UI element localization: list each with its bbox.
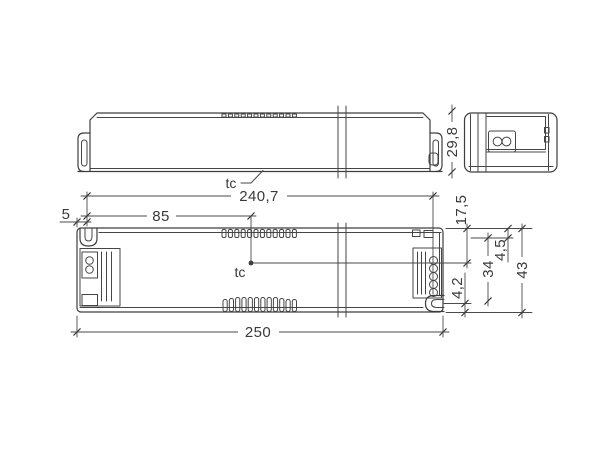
end-view-wire-hole-1 [492, 136, 503, 147]
left-terminal-wire-hole-2 [85, 265, 94, 274]
dim-case-length: 250 [70, 324, 450, 341]
right-terminal-wire-hole-2 [429, 264, 438, 273]
dim-slot-span-label: 34 [480, 260, 497, 278]
plan-view-terminal-right [412, 229, 442, 299]
dim-slot-offset-bottom-label: 4,2 [449, 277, 466, 299]
side-view-right-tab-slot-hook [428, 152, 439, 166]
plan-view-mounting-slot-left [79, 227, 98, 247]
side-view-top-edge [89, 112, 431, 121]
dim-slot-offset-bottom: 4,2 [449, 272, 469, 318]
dim-tc-from-mount: 85 [80, 208, 257, 225]
dim-tc-from-edge-label: 17,5 [453, 195, 470, 226]
tc-point-marker [248, 260, 254, 266]
side-view-left-tab [77, 132, 91, 173]
plan-view-tc-point: tc [235, 216, 472, 280]
dim-slot-offset-top: 4,5 [492, 224, 512, 263]
end-view-latch-notch-1 [544, 127, 550, 134]
left-terminal-wire-hole-1 [85, 256, 94, 265]
side-view-ribs [221, 113, 297, 118]
dim-mount-inset-label: 5 [62, 206, 71, 223]
end-view-terminal-block [488, 130, 516, 153]
side-view-tc-callout: tc [226, 170, 264, 191]
dim-case-height: 29,8 [443, 104, 461, 179]
dim-slot-span: 34 [479, 232, 497, 307]
plan-view-break-lines [337, 222, 347, 318]
end-view-outline [463, 112, 558, 173]
right-terminal-wire-hole-4 [429, 280, 438, 289]
dim-tc-from-edge: 17,5 [453, 195, 471, 269]
dim-case-width-label: 43 [514, 261, 531, 279]
dimensions: 240,7 85 5 17,5 [59, 188, 533, 341]
right-terminal-wire-hole-3 [429, 272, 438, 281]
dim-tc-from-mount-label: 85 [152, 208, 170, 225]
side-view-tc-label: tc [226, 175, 237, 191]
dim-slot-offset-top-label: 4,5 [492, 239, 509, 261]
end-view-latch-notch-2 [544, 136, 550, 143]
plan-view-ribs-bottom [222, 297, 297, 312]
plan-view-ribs-top [221, 229, 297, 238]
dim-mount-inset: 5 [59, 206, 92, 226]
dim-mounting-distance-label: 240,7 [239, 188, 279, 205]
right-end-detail-2 [423, 230, 434, 238]
plan-view-tc-label: tc [235, 264, 246, 280]
plan-view-terminal-left [79, 248, 121, 307]
dim-case-height-label: 29,8 [444, 127, 461, 158]
plan-view-outline [76, 227, 444, 313]
side-view: 29,8 tc [77, 104, 461, 191]
side-view-break-lines [337, 105, 347, 179]
dim-case-length-label: 250 [245, 324, 271, 341]
right-terminal-wire-hole-5 [429, 288, 438, 297]
side-view-left-tab-slot [81, 139, 88, 167]
plan-view: tc [76, 216, 472, 318]
plan-view-mounting-slot-right [424, 294, 445, 313]
right-end-detail-1 [412, 229, 421, 237]
end-view [463, 112, 558, 173]
side-view-right-tab [429, 132, 443, 173]
dim-case-width: 43 [513, 223, 531, 319]
dim-mounting-distance: 240,7 [80, 188, 440, 205]
end-view-wire-hole-2 [501, 136, 512, 147]
